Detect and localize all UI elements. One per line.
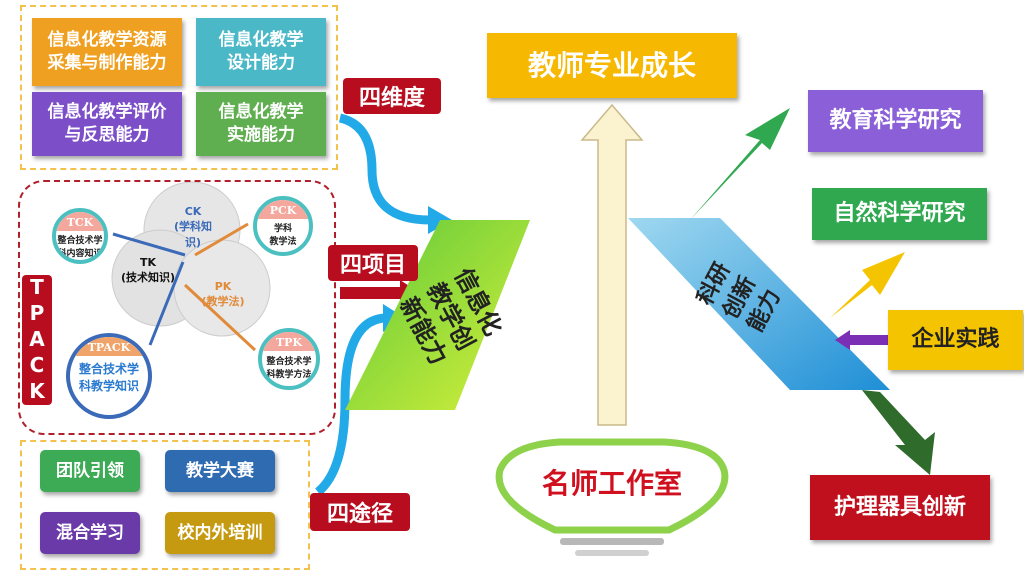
bulb xyxy=(495,438,729,534)
dimension-resource: 信息化教学资源 采集与制作能力 xyxy=(32,18,182,86)
leaf-arrow-nature xyxy=(830,252,905,318)
label-four-dimensions: 四维度 xyxy=(343,78,441,114)
label-four-paths: 四途径 xyxy=(310,493,410,531)
tpack-vertical-label: TPACK xyxy=(22,275,52,405)
path-team: 团队引领 xyxy=(40,450,140,492)
label-four-projects: 四项目 xyxy=(328,245,418,281)
path-blended: 混合学习 xyxy=(40,512,140,554)
research-education: 教育科学研究 xyxy=(808,90,983,152)
studio-text: 名师工作室 xyxy=(541,467,682,500)
arrow-dimensions xyxy=(338,113,431,225)
tpack-group xyxy=(18,180,336,435)
info-ability-shape xyxy=(345,220,530,410)
research-ability-shape xyxy=(628,218,890,390)
leaf-arrow-innovation xyxy=(862,390,935,475)
dimension-implementation: 信息化教学 实施能力 xyxy=(196,92,326,156)
tk-label: TK(技术知识) xyxy=(120,256,176,284)
research-enterprise: 企业实践 xyxy=(888,310,1023,370)
path-contest: 教学大赛 xyxy=(165,450,275,492)
paths-group xyxy=(20,440,310,570)
path-training: 校内外培训 xyxy=(165,512,275,554)
ck-label: CK(学科知识) xyxy=(173,205,213,249)
pk-label: PK(教学法) xyxy=(201,280,245,308)
dimension-design: 信息化教学 设计能力 xyxy=(196,18,326,86)
arrow-paths xyxy=(314,313,386,496)
research-innovation: 护理器具创新 xyxy=(810,475,990,540)
teacher-growth-box: 教师专业成长 xyxy=(487,33,737,98)
growth-arrow xyxy=(580,103,644,426)
dimension-evaluation: 信息化教学评价 与反思能力 xyxy=(32,92,182,156)
arrow-projects xyxy=(340,280,420,306)
research-natural: 自然科学研究 xyxy=(812,188,987,240)
dimensions-group xyxy=(20,5,338,170)
leaf-arrow-enterprise xyxy=(835,330,888,350)
leaf-arrow-edu xyxy=(690,108,790,220)
